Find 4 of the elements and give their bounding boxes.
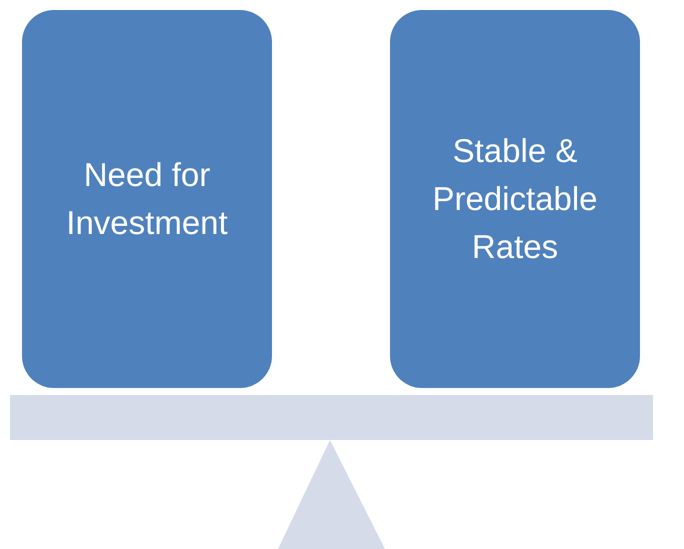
rounded-box (390, 10, 640, 388)
box-label: Need for Investment (65, 155, 229, 243)
rounded-box (22, 10, 272, 388)
box-label: Stable & Predictable Rates (431, 131, 599, 267)
